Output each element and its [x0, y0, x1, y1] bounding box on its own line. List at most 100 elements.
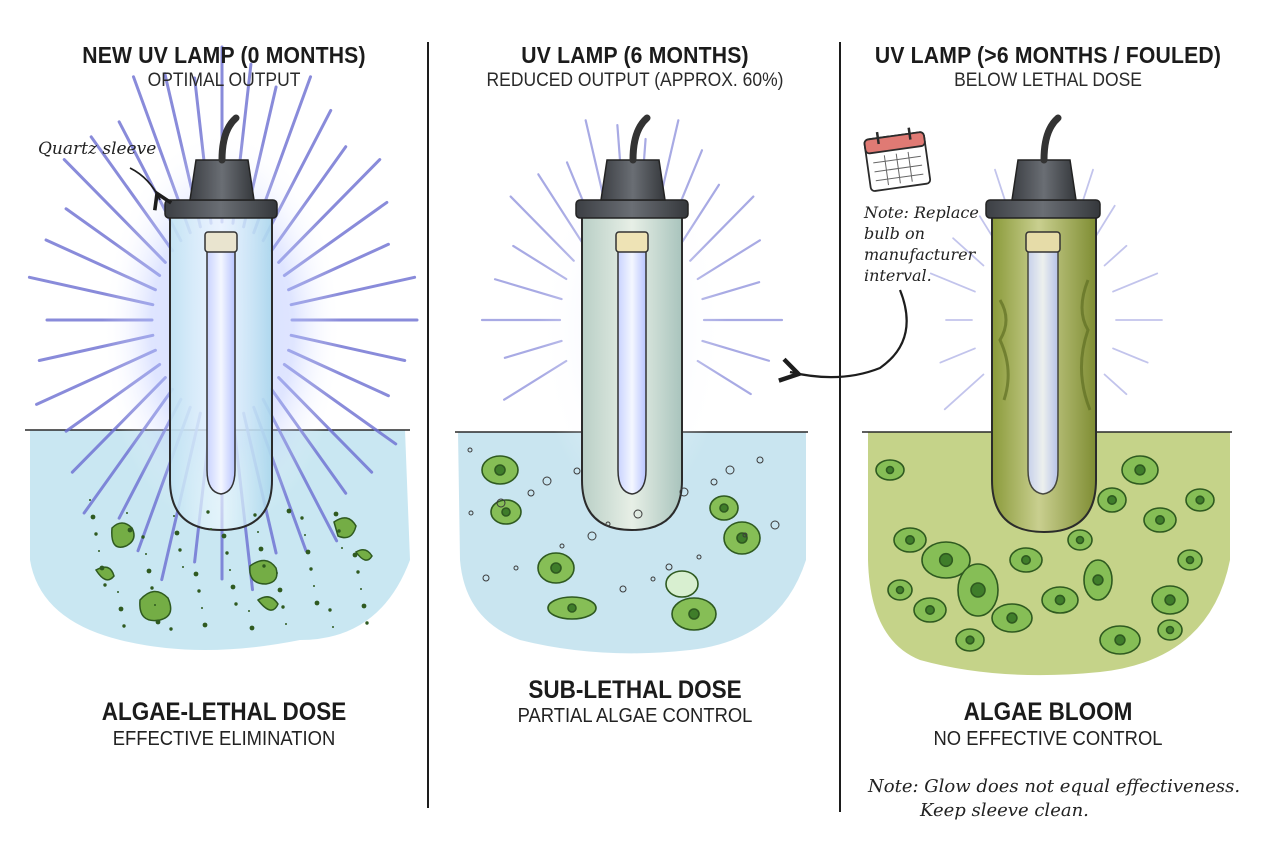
power-cord	[1040, 114, 1062, 164]
algae-nucleus	[1134, 464, 1146, 476]
debris-dot	[126, 512, 128, 514]
debris-dot	[248, 610, 250, 612]
algae-nucleus	[924, 604, 935, 615]
water-bubbles	[467, 447, 780, 593]
lamp-cap-ring	[164, 199, 278, 219]
panel-6-month-lamp-art	[455, 114, 808, 654]
lamp-cap	[189, 159, 255, 201]
calendar-icon	[863, 127, 932, 192]
debris-dot	[169, 627, 173, 631]
debris-dot	[103, 583, 107, 587]
debris-dot	[122, 624, 126, 628]
debris-dot	[276, 572, 278, 574]
panel-3-result-subtitle: NO EFFECTIVE CONTROL	[933, 728, 1163, 750]
debris-dot	[210, 528, 212, 530]
algae-nucleus	[1054, 594, 1066, 606]
panel-fouled-lamp-art	[862, 114, 1232, 676]
bulb-base	[204, 231, 238, 253]
debris-dot	[89, 499, 91, 501]
debris-dot	[155, 619, 161, 625]
uv-bulb	[617, 249, 647, 495]
debris-dot	[90, 514, 96, 520]
uv-ray	[929, 272, 976, 293]
debris-dot	[173, 515, 175, 517]
bubble	[696, 554, 702, 560]
debris-dot	[127, 527, 133, 533]
uv-ray	[952, 237, 985, 267]
debris-dot	[94, 532, 98, 536]
debris-dot	[352, 552, 358, 558]
debris-dot	[178, 548, 182, 552]
algae-nucleus	[1020, 554, 1031, 565]
lamp-cap	[1011, 159, 1077, 201]
algae-nucleus	[1006, 612, 1018, 624]
bubble	[756, 456, 764, 464]
bubble	[725, 465, 735, 475]
debris-dot	[197, 589, 201, 593]
debris-dot	[305, 549, 311, 555]
panel-1-title: NEW UV LAMP (0 MONTHS)	[82, 42, 366, 68]
debris-dot	[154, 604, 156, 606]
bubble	[482, 574, 490, 582]
bubble	[573, 467, 581, 475]
uv-ray	[1112, 347, 1149, 364]
debris-dot	[337, 529, 341, 533]
replace-bulb-note: Note: Replace bulb on manufacturer inter…	[864, 203, 979, 285]
panel-2-title: UV LAMP (6 MONTHS)	[521, 42, 749, 68]
uv-ray	[1103, 373, 1128, 396]
lamp-cap-ring	[575, 199, 689, 219]
debris-dot	[174, 530, 180, 536]
debris-dot	[332, 626, 334, 628]
bulb-base	[1025, 231, 1061, 253]
bubble	[710, 478, 718, 486]
algae-nucleus	[938, 552, 954, 568]
algae-cells	[481, 455, 761, 631]
debris-dot	[145, 553, 147, 555]
uv-ray	[1112, 272, 1159, 293]
bubble	[468, 510, 474, 516]
debris-dot	[365, 621, 369, 625]
debris-dot	[206, 510, 210, 514]
debris-dot	[360, 588, 362, 590]
bubble	[496, 498, 506, 508]
uv-ray	[943, 373, 985, 411]
debris-dot	[98, 550, 100, 552]
fouled-water	[868, 432, 1230, 676]
bulb-base	[615, 231, 649, 253]
debris-dot	[328, 608, 332, 612]
debris-dot	[117, 591, 119, 593]
panel-2-result-title: SUB-LETHAL DOSE	[528, 676, 742, 704]
algae-nucleus	[895, 585, 905, 595]
algae-nucleus	[1075, 535, 1085, 545]
debris-dot	[258, 546, 264, 552]
debris-dot	[281, 605, 285, 609]
debris-dot	[225, 551, 229, 555]
debris-dot	[182, 566, 184, 568]
bubble	[679, 487, 689, 497]
uv-bulb	[206, 249, 236, 495]
power-cord	[629, 114, 651, 164]
bubble	[559, 543, 565, 549]
bubble	[665, 563, 673, 571]
footer-note-line2: Keep sleeve clean.	[920, 800, 1089, 821]
debris-dot	[118, 606, 124, 612]
uv-ray	[1103, 244, 1128, 267]
panel-3-subtitle: BELOW LETHAL DOSE	[954, 70, 1142, 91]
bubble	[770, 520, 780, 530]
debris-dot	[234, 602, 238, 606]
algae-nucleus	[1155, 514, 1166, 525]
debris-dot	[314, 600, 320, 606]
debris-dot	[361, 603, 367, 609]
debris-dot	[285, 623, 287, 625]
quartz-sleeve-label: Quartz sleeve	[38, 139, 157, 159]
debris-dot	[201, 607, 203, 609]
debris-dot	[150, 586, 154, 590]
panel-2-subtitle: REDUCED OUTPUT (APPROX. 60%)	[486, 70, 784, 91]
sleeve-fouling	[998, 279, 1092, 411]
algae-nucleus	[1195, 495, 1205, 505]
algae-nucleus	[885, 465, 895, 475]
clean-water	[30, 430, 410, 650]
debris-dot	[99, 565, 105, 571]
panel-3-title: UV LAMP (>6 MONTHS / FOULED)	[874, 42, 1222, 68]
